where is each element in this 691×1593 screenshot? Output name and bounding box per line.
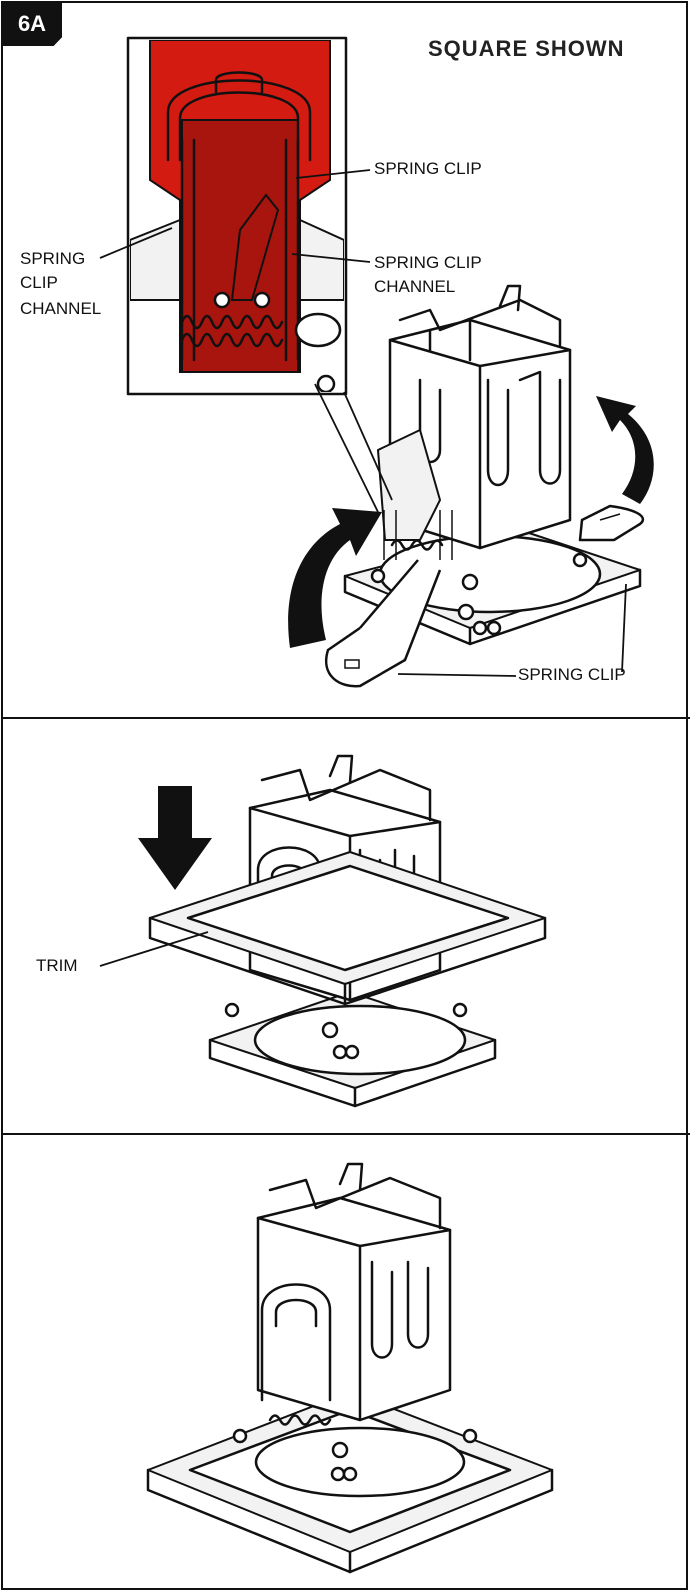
label-spring-clip-channel-left-2: CLIP [20,273,58,292]
panel-divider-1 [1,717,690,719]
step-badge: 6A [2,2,62,46]
label-spring-clip-channel-right-1: SPRING CLIP [374,253,482,272]
label-spring-clip-channel-left-1: SPRING [20,249,86,268]
detail-callout-line-1 [314,383,379,513]
panel-1-illustration [99,36,654,688]
fixture-assembly [325,284,645,688]
leader-channel-right [291,253,371,263]
square-shown-note: SQUARE SHOWN [428,36,625,61]
leader-spring-clip-right [621,583,627,673]
rotate-arrow-left-icon [288,508,382,648]
panel-divider-2 [1,1133,690,1135]
label-spring-clip-bottom: SPRING CLIP [518,665,626,684]
label-trim: TRIM [36,956,78,975]
leader-spring-clip-bottom [397,673,517,677]
label-spring-clip-channel-right-2: CHANNEL [374,277,456,296]
detail-callout-line-2 [343,391,393,501]
rotate-arrow-right-icon [596,396,654,504]
label-spring-clip-top: SPRING CLIP [374,159,482,178]
leader-spring-clip-top [295,169,371,179]
spring-clip-detail-inset [126,36,348,396]
label-spring-clip-channel-left-3: CHANNEL [20,299,102,318]
leader-channel-left [99,227,173,259]
